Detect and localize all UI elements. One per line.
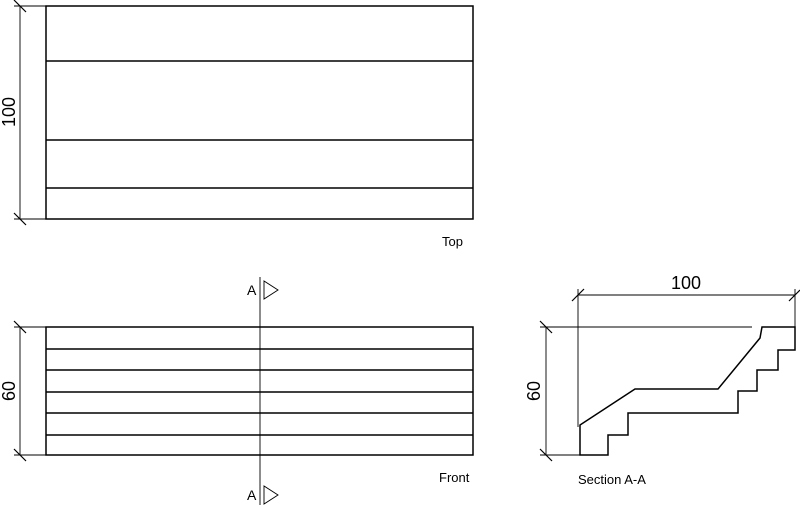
front-view-label: Front bbox=[439, 470, 470, 485]
dimension-tick bbox=[539, 320, 553, 334]
section-mark-top: A bbox=[247, 282, 257, 298]
top-view-height-dimension: 100 bbox=[0, 0, 46, 226]
section-width-dimension: 100 bbox=[571, 273, 800, 427]
dimension-tick bbox=[13, 448, 27, 462]
dimension-tick bbox=[13, 212, 27, 226]
section-cut-line: A A bbox=[247, 277, 279, 505]
section-profile bbox=[579, 326, 796, 456]
top-view-outline bbox=[45, 5, 474, 220]
section-height-dimension: 60 bbox=[524, 320, 752, 462]
section-view: Section A-A bbox=[578, 326, 796, 487]
dimension-tick bbox=[539, 448, 553, 462]
front-view-outline bbox=[45, 326, 474, 456]
section-arrow-top bbox=[263, 280, 279, 300]
section-width-value: 100 bbox=[671, 273, 701, 293]
front-view-height-dimension: 60 bbox=[0, 320, 46, 462]
top-view-label: Top bbox=[442, 234, 463, 249]
dimension-tick bbox=[788, 289, 800, 302]
front-view: Front bbox=[45, 326, 474, 485]
section-height-value: 60 bbox=[524, 381, 544, 401]
section-arrow-bottom bbox=[263, 485, 279, 505]
front-view-height-value: 60 bbox=[0, 381, 19, 401]
dimension-tick bbox=[13, 320, 27, 334]
dimension-tick bbox=[571, 288, 585, 302]
section-view-label: Section A-A bbox=[578, 472, 646, 487]
section-mark-bottom: A bbox=[247, 487, 257, 503]
top-view-height-value: 100 bbox=[0, 97, 19, 127]
top-view: Top bbox=[45, 5, 474, 249]
dimension-tick bbox=[13, 0, 27, 13]
